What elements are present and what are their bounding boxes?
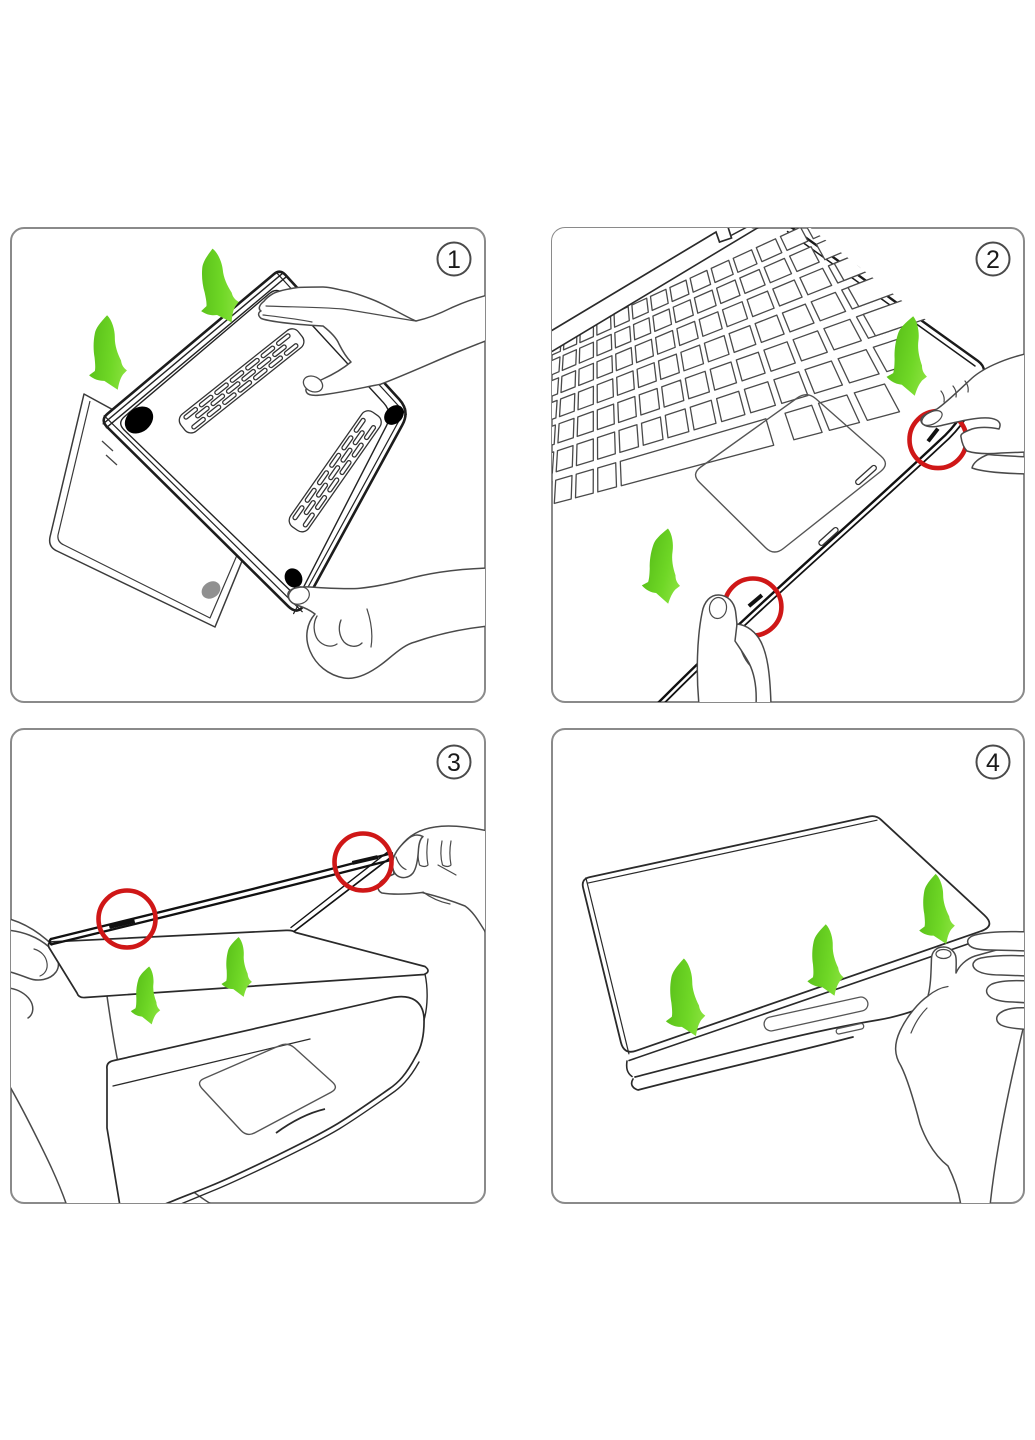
svg-text:2: 2 [986, 246, 1000, 274]
svg-text:1: 1 [447, 246, 461, 274]
svg-text:3: 3 [447, 749, 461, 777]
svg-text:4: 4 [986, 749, 1000, 777]
